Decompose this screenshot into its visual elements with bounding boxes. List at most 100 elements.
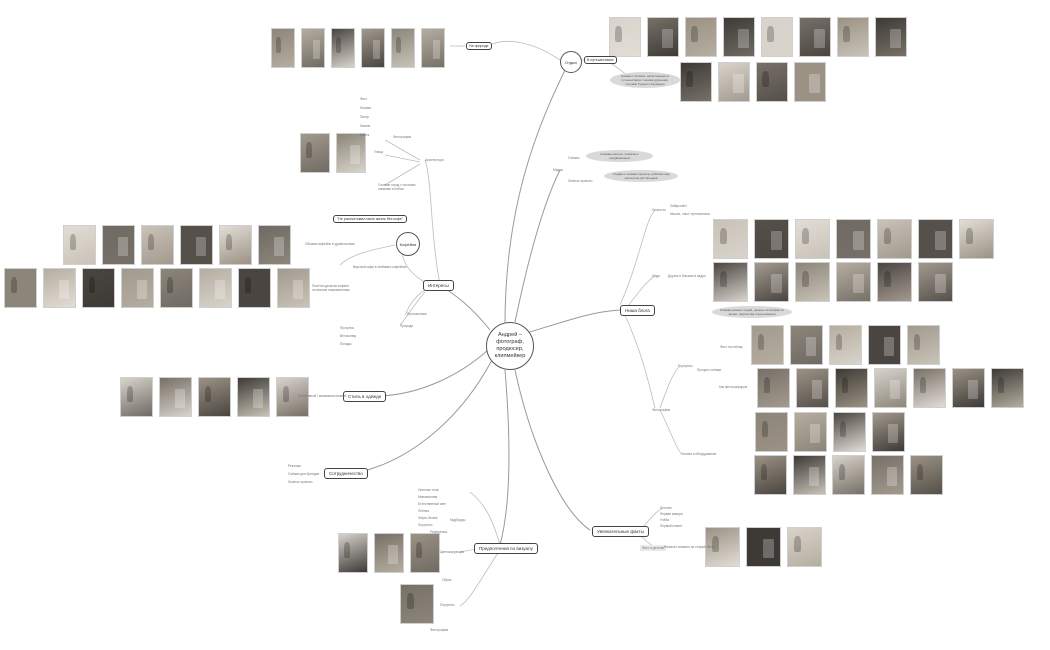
facts-photo-1[interactable] [746,527,781,567]
architecture-photo-0[interactable] [300,133,330,173]
trips-right-photo-6[interactable] [837,17,869,57]
trips-right-photo-0[interactable] [609,17,641,57]
architecture-node[interactable]: Архитектура [425,158,444,162]
trips-top-photo-4[interactable] [391,28,415,68]
trips-bubble-photo-3[interactable] [794,62,826,102]
coffee-top-photo-1[interactable] [102,225,135,265]
visual-portrait-photo-0[interactable] [400,584,434,624]
trips-right-photo-2[interactable] [685,17,717,57]
center-node[interactable]: Андрей – фотограф, продюсер, клипмейкер [486,322,534,370]
blog-n3[interactable]: Фотография [652,408,671,412]
trips-top-photo-1[interactable] [301,28,325,68]
blog-film-photo-1[interactable] [796,368,829,408]
trips-top-photo-5[interactable] [421,28,445,68]
coffee-top-photo-2[interactable] [141,225,174,265]
arch-item-2: Питер [360,115,370,119]
trips-top-photo-2[interactable] [331,28,355,68]
trips-top-photo-0[interactable] [271,28,295,68]
visual-mood-photo-0[interactable] [338,533,368,573]
coffee-bottom-photo-5[interactable] [199,268,232,308]
coffee-bottom-photo-2[interactable] [82,268,115,308]
trips-right-photo-3[interactable] [723,17,755,57]
blog-film-photo-3[interactable] [874,368,907,408]
trips-bubble-photo-1[interactable] [718,62,750,102]
blog-process-photo-0[interactable] [755,412,788,452]
coffee-bottom-photo-3[interactable] [121,268,154,308]
blog-film-photo-4[interactable] [913,368,946,408]
blog-people-top-photo-4[interactable] [877,219,912,259]
blog-gear-photo-4[interactable] [910,455,943,495]
trips-sub2[interactable]: На природе [466,42,492,50]
blog-process-photo-1[interactable] [794,412,827,452]
blog-people-bottom-photo-3[interactable] [836,262,871,302]
blog-film-photo-2[interactable] [835,368,868,408]
trips-right-photo-5[interactable] [799,17,831,57]
style-photo-2[interactable] [198,377,231,417]
coffee-bottom-photo-0[interactable] [4,268,37,308]
blog-n2[interactable]: Люди [652,274,661,278]
coffee-top-photo-5[interactable] [258,225,291,265]
visual-node[interactable]: Предпочтения по визуалу [474,543,538,554]
blog-gear-photo-1[interactable] [793,455,826,495]
style-photo-0[interactable] [120,377,153,417]
coffee-bottom-photo-7[interactable] [277,268,310,308]
trips-top-photo-3[interactable] [361,28,385,68]
blog-gear-photo-2[interactable] [832,455,865,495]
blog-people-top-photo-6[interactable] [959,219,994,259]
blog-film-photo-5[interactable] [952,368,985,408]
coffee-bottom-photo-6[interactable] [238,268,271,308]
trips-right-photo-4[interactable] [761,17,793,57]
media-m2[interactable]: Личные проекты [568,179,593,183]
trips-node[interactable]: Отдых [560,51,582,73]
blog-people-top-photo-3[interactable] [836,219,871,259]
coffee-top-photo-3[interactable] [180,225,213,265]
visual-mood-photo-2[interactable] [410,533,440,573]
interests-node[interactable]: Интересы [423,280,454,291]
coffee-bottom-photo-4[interactable] [160,268,193,308]
media-m1[interactable]: Съёмки [568,156,580,160]
coffee-top-photo-4[interactable] [219,225,252,265]
blog-people-top-photo-5[interactable] [918,219,953,259]
blog-people-top-photo-0[interactable] [713,219,748,259]
blog-gear-photo-0[interactable] [754,455,787,495]
style-photo-4[interactable] [276,377,309,417]
travel-node[interactable]: Путешествия [407,312,427,316]
trips-sub1[interactable]: В путешествиях [584,56,617,64]
trips-bubble-photo-2[interactable] [756,62,788,102]
blog-portraits-photo-1[interactable] [790,325,823,365]
style-node[interactable]: Стиль в одежде [343,391,387,402]
media-root[interactable]: Медиа [553,168,563,172]
trips-bubble-photo-0[interactable] [680,62,712,102]
coffee-bottom-photo-1[interactable] [43,268,76,308]
trips-right-photo-1[interactable] [647,17,679,57]
facts-photo-2[interactable] [787,527,822,567]
blog-portraits-photo-3[interactable] [868,325,901,365]
blog-process-photo-2[interactable] [833,412,866,452]
trips-right-photo-7[interactable] [875,17,907,57]
architecture-photo-1[interactable] [336,133,366,173]
blog-film-photo-6[interactable] [991,368,1024,408]
visual-mood-photo-1[interactable] [374,533,404,573]
collab-node[interactable]: Сотрудничество [324,468,368,479]
style-photo-1[interactable] [159,377,192,417]
blog-people-bottom-photo-1[interactable] [754,262,789,302]
blog-film-photo-0[interactable] [757,368,790,408]
blog-node[interactable]: Ниша блога [620,305,655,316]
blog-n1[interactable]: Личность [652,208,666,212]
blog-gear-photo-3[interactable] [871,455,904,495]
blog-people-bottom-photo-2[interactable] [795,262,830,302]
arch-item-3: Казань [360,124,371,128]
blog-portraits-photo-2[interactable] [829,325,862,365]
blog-people-bottom-photo-4[interactable] [877,262,912,302]
blog-people-bottom-photo-5[interactable] [918,262,953,302]
coffee-top-photo-0[interactable] [63,225,96,265]
blog-people-top-photo-1[interactable] [754,219,789,259]
blog-portraits-photo-0[interactable] [751,325,784,365]
blog-process-photo-3[interactable] [872,412,905,452]
blog-portraits-photo-4[interactable] [907,325,940,365]
style-photo-3[interactable] [237,377,270,417]
facts-photo-0[interactable] [705,527,740,567]
blog-people-bottom-photo-0[interactable] [713,262,748,302]
blog-people-top-photo-2[interactable] [795,219,830,259]
facts-node[interactable]: Увлекательные факты [592,526,649,537]
